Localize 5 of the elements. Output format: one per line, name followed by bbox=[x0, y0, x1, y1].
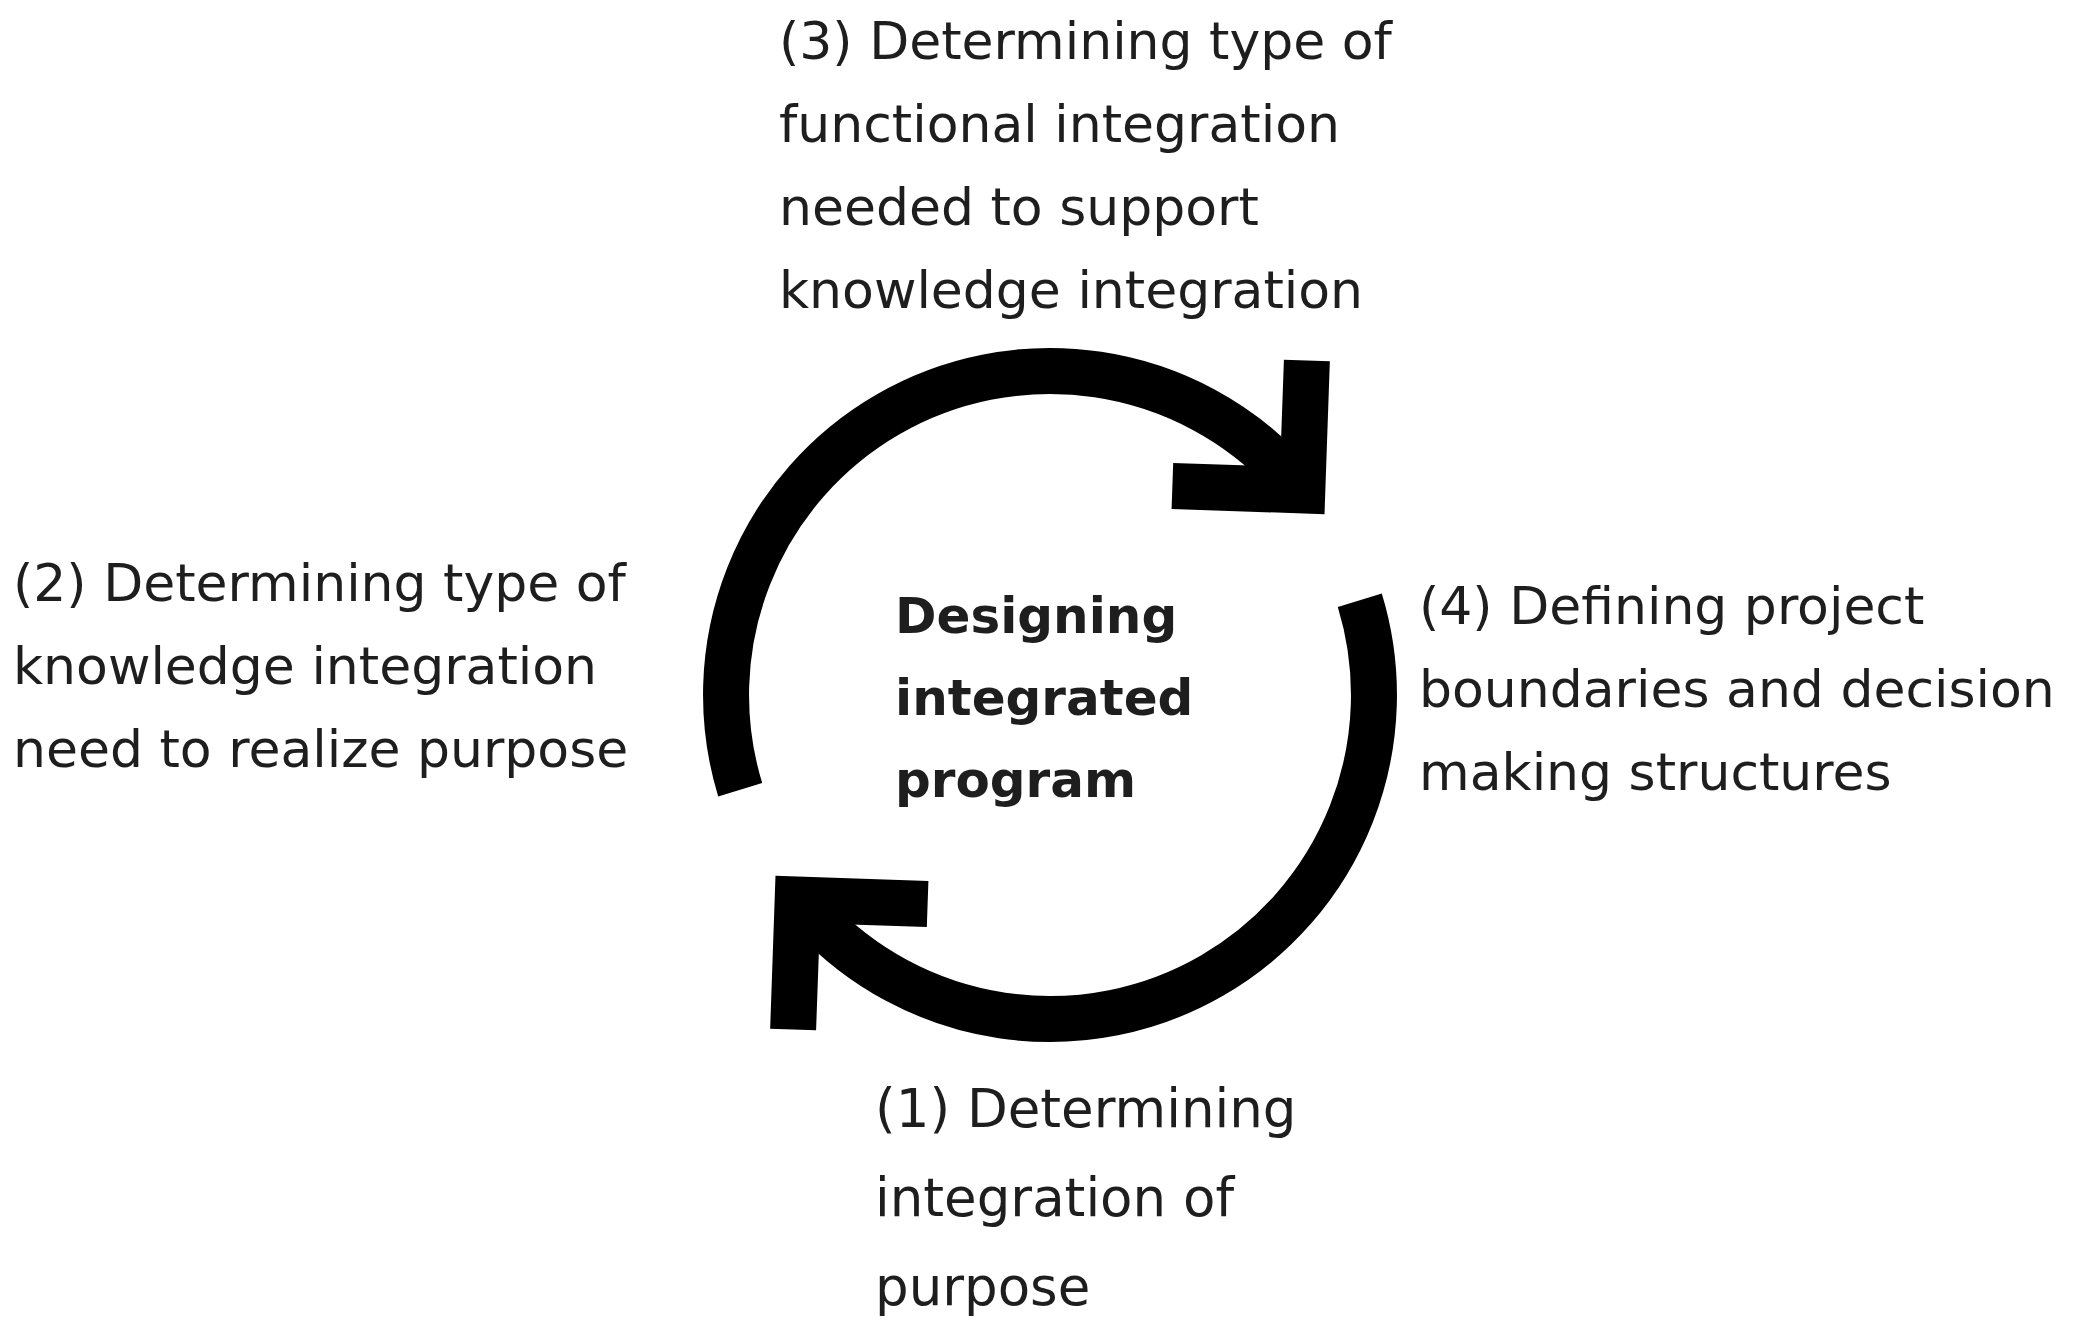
hub-heading: Designing integrated program bbox=[895, 586, 1195, 811]
step-text: (4) Defining project boundaries and decision making structures bbox=[1419, 565, 2057, 814]
step-text: (3) Determining type of functional integration needed to support knowledge integration bbox=[779, 10, 1394, 322]
step-text: (2) Determining type of knowledge integration need to realize purpose bbox=[13, 542, 631, 791]
step-text: (1) Determining integration of purpose bbox=[875, 1077, 1298, 1319]
